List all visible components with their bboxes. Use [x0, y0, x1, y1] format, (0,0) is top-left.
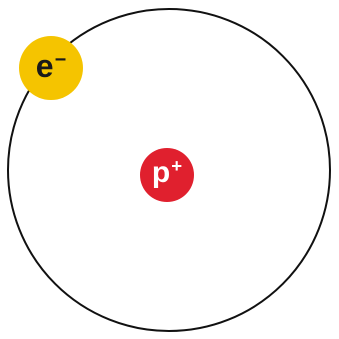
electron-charge: −	[54, 49, 67, 72]
proton-symbol: p	[151, 156, 171, 189]
proton-charge: +	[171, 154, 183, 176]
electron-symbol: e	[35, 48, 54, 84]
proton: p+	[140, 148, 194, 202]
electron: e−	[19, 36, 83, 100]
electron-label: e−	[36, 50, 66, 82]
proton-label: p+	[151, 154, 183, 189]
electron-orbit	[7, 8, 331, 332]
